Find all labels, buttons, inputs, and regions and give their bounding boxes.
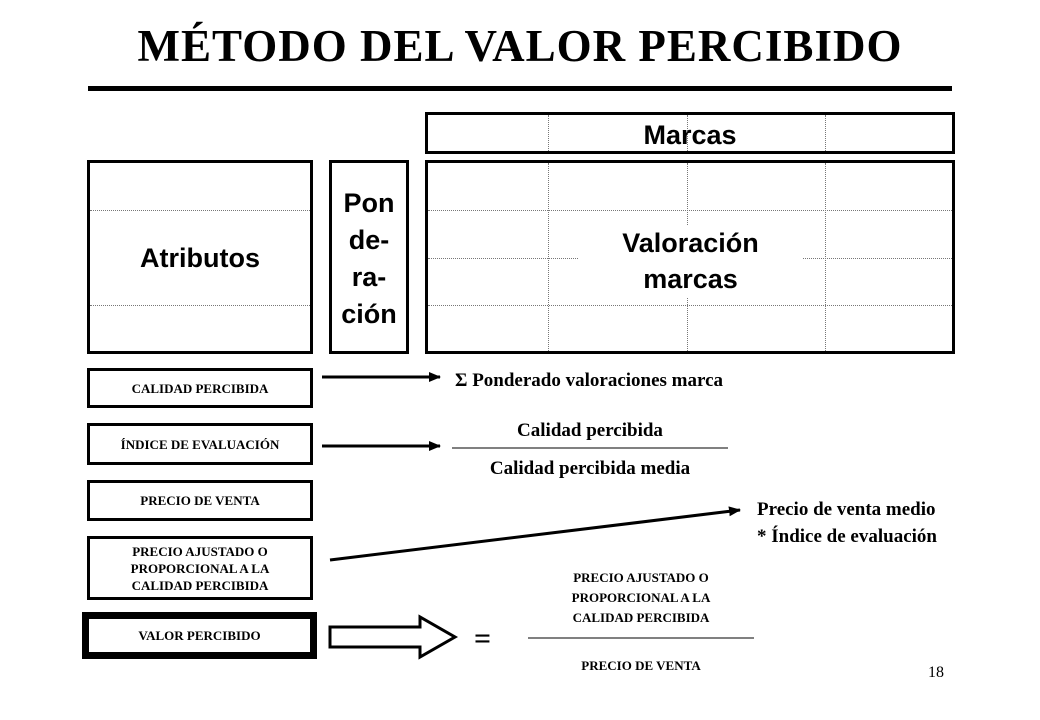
grid-line xyxy=(428,210,952,211)
quality-result-text: Ponderado valoraciones marca xyxy=(472,370,724,391)
step-adjusted-price: PRECIO AJUSTADO O PROPORCIONAL A LA CALI… xyxy=(87,536,313,600)
attributes-column: Atributos xyxy=(87,160,313,354)
equals-sign: = xyxy=(474,622,492,655)
weighting-column: Pon de- ra- ción xyxy=(329,160,409,354)
index-numerator: Calidad percibida xyxy=(517,420,663,441)
quality-result: Σ Ponderado valoraciones marca xyxy=(455,370,723,392)
step-sale-price: PRECIO DE VENTA xyxy=(87,480,313,521)
value-denominator: PRECIO DE VENTA xyxy=(581,658,701,673)
index-denominator: Calidad percibida media xyxy=(489,458,691,479)
grid-line xyxy=(548,163,549,351)
title-underline xyxy=(88,86,952,91)
brand-rating-line: marcas xyxy=(643,264,738,294)
step-label: ÍNDICE DE EVALUACIÓN xyxy=(120,436,280,452)
hollow-arrow xyxy=(328,614,459,660)
weighting-line: de- xyxy=(348,225,390,255)
step-perceived-value: VALOR PERCIBIDO xyxy=(82,612,317,659)
step-perceived-quality: CALIDAD PERCIBIDA xyxy=(87,368,313,408)
adjusted-price-line: Precio de venta medio xyxy=(757,499,936,520)
step-evaluation-index: ÍNDICE DE EVALUACIÓN xyxy=(87,423,313,465)
weighting-line: ción xyxy=(341,299,397,329)
value-numerator-line: CALIDAD PERCIBIDA xyxy=(572,610,710,625)
grid-line xyxy=(90,210,310,211)
grid-line xyxy=(825,163,826,351)
brand-rating-grid: Valoración marcas xyxy=(425,160,955,354)
brand-rating-line: Valoración xyxy=(622,228,759,258)
grid-line xyxy=(548,115,549,151)
step-label: PRECIO DE VENTA xyxy=(140,493,260,508)
grid-line xyxy=(428,305,952,306)
attributes-label: Atributos xyxy=(90,241,310,275)
value-numerator-line: PROPORCIONAL A LA xyxy=(571,590,711,605)
page-title: MÉTODO DEL VALOR PERCIBIDO xyxy=(137,21,903,71)
grid-line xyxy=(825,115,826,151)
value-numerator: PRECIO AJUSTADO O PROPORCIONAL A LA CALI… xyxy=(528,568,754,628)
weighting-line: Pon xyxy=(343,188,395,218)
sigma-symbol: Σ xyxy=(455,370,468,391)
step-label: VALOR PERCIBIDO xyxy=(138,628,261,643)
step-label-line: CALIDAD PERCIBIDA xyxy=(131,577,269,593)
arrow-adjusted-price xyxy=(329,506,741,562)
step-label-line: PROPORCIONAL A LA xyxy=(130,560,270,576)
weighting-line: ra- xyxy=(351,262,387,292)
step-label-line: PRECIO AJUSTADO O xyxy=(132,543,268,559)
adjusted-price-formula: Precio de venta medio * Índice de evalua… xyxy=(757,496,937,550)
grid-line xyxy=(90,305,310,306)
step-label: CALIDAD PERCIBIDA xyxy=(131,380,269,396)
grid-line xyxy=(687,115,688,151)
page-number: 18 xyxy=(928,664,944,681)
brands-label: Marcas xyxy=(643,120,737,150)
adjusted-price-line: * Índice de evaluación xyxy=(757,526,937,547)
value-numerator-line: PRECIO AJUSTADO O xyxy=(573,570,709,585)
brands-header: Marcas xyxy=(425,112,955,154)
